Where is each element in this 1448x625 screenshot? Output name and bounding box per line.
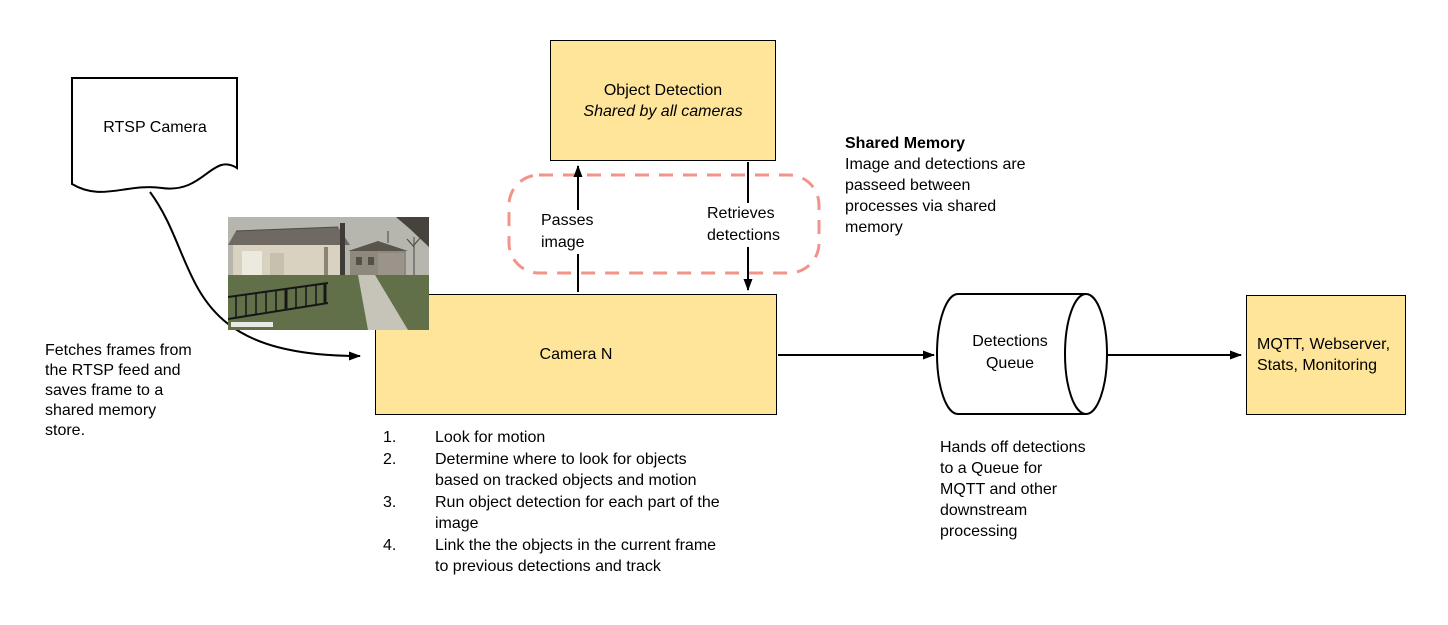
shared-memory-dashed-box bbox=[507, 173, 821, 275]
detections-queue-label: Detections Queue bbox=[972, 333, 1048, 372]
step-number: 4. bbox=[383, 537, 397, 554]
queue-note: Hands off detections to a Queue for MQTT… bbox=[940, 439, 1086, 540]
list-item: 1. Look for motion bbox=[383, 427, 783, 448]
camera-snapshot-image bbox=[228, 217, 429, 330]
step-text: Run object detection for each part of th… bbox=[435, 494, 720, 532]
snapshot-fence bbox=[228, 282, 329, 320]
snapshot-sidewalk bbox=[358, 275, 408, 330]
step-number: 2. bbox=[383, 451, 397, 468]
mqtt-box: MQTT, Webserver, Stats, Monitoring bbox=[1246, 295, 1406, 415]
list-item: 4. Link the the objects in the current f… bbox=[383, 535, 783, 577]
step-number: 1. bbox=[383, 429, 397, 446]
list-item: 3. Run object detection for each part of… bbox=[383, 492, 783, 534]
camera-steps-list: 1. Look for motion 2. Determine where to… bbox=[383, 427, 783, 578]
shared-memory-body: Image and detections are passeed between… bbox=[845, 156, 1026, 236]
step-number: 3. bbox=[383, 494, 397, 511]
camera-timestamp-overlay bbox=[231, 322, 273, 327]
step-text: Determine where to look for objects base… bbox=[435, 451, 697, 489]
object-detection-box: Object Detection Shared by all cameras bbox=[550, 40, 776, 161]
shared-memory-title: Shared Memory bbox=[845, 135, 966, 152]
retrieves-detections-label: Retrieves detections bbox=[704, 203, 783, 247]
camera-n-label: Camera N bbox=[539, 346, 613, 363]
step-text: Look for motion bbox=[435, 429, 546, 446]
list-item: 2. Determine where to look for objects b… bbox=[383, 449, 783, 491]
object-detection-title: Object Detection bbox=[603, 81, 723, 99]
snapshot-trees bbox=[387, 231, 422, 275]
shared-memory-note: Shared Memory Image and detections are p… bbox=[845, 133, 1065, 238]
snapshot-background-houses bbox=[348, 217, 429, 275]
arrow-rtsp-to-camera bbox=[149, 191, 361, 361]
object-detection-subtitle: Shared by all cameras bbox=[583, 102, 743, 120]
detections-queue-shape bbox=[936, 293, 1086, 415]
fetch-note: Fetches frames from the RTSP feed and sa… bbox=[45, 342, 192, 439]
detections-queue-rim bbox=[1064, 293, 1108, 415]
snapshot-building bbox=[228, 223, 350, 279]
rtsp-camera-shape bbox=[71, 77, 238, 193]
step-text: Link the the objects in the current fram… bbox=[435, 537, 717, 575]
camera-n-box: Camera N bbox=[375, 294, 777, 415]
passes-image-label: Passes image bbox=[538, 210, 597, 254]
rtsp-camera-label: RTSP Camera bbox=[103, 119, 207, 136]
